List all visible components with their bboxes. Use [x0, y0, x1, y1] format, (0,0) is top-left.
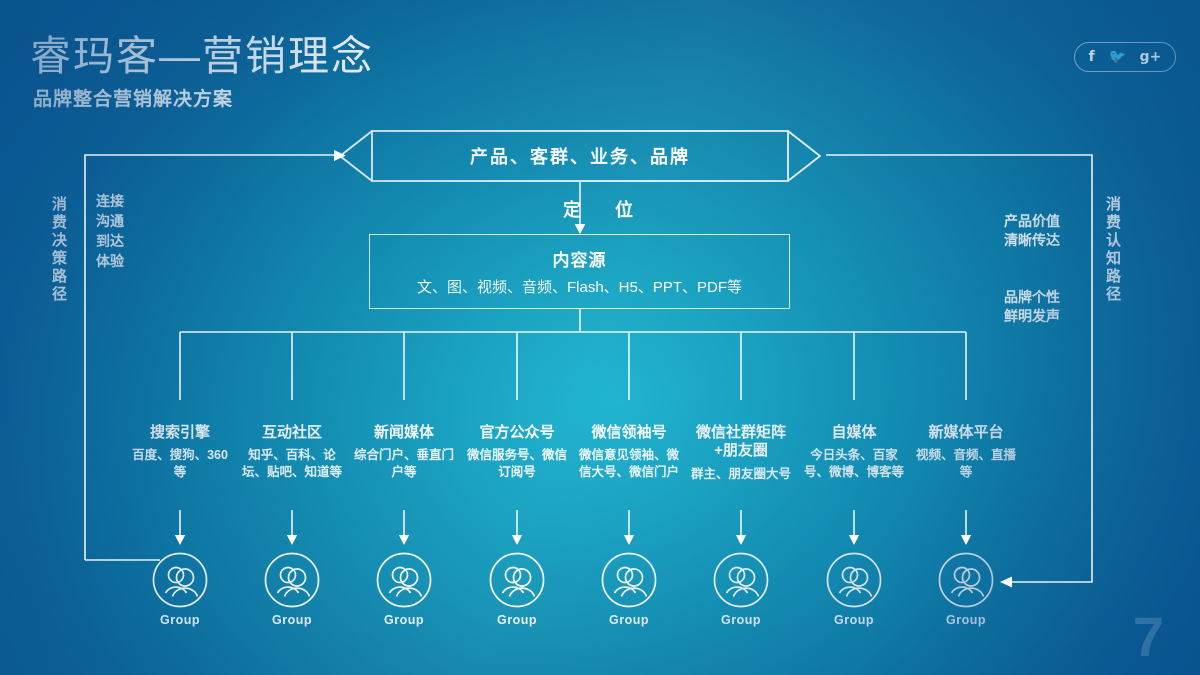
- content-source-box: 内容源 文、图、视频、音频、Flash、H5、PPT、PDF等: [369, 234, 790, 309]
- content-source-title: 内容源: [552, 251, 607, 270]
- positioning-label: 定 位: [0, 196, 1200, 222]
- right-note-1-line-1: 产品价值: [1004, 213, 1060, 229]
- facebook-icon[interactable]: f: [1088, 49, 1095, 65]
- channel-title: 互动社区: [261, 424, 322, 441]
- group-node-2[interactable]: Group: [240, 552, 344, 627]
- channel-detail: 综合门户、垂直门户等: [353, 448, 454, 479]
- right-note-product-value: 产品价值 清晰传达: [1004, 212, 1060, 250]
- group-node-5[interactable]: Group: [577, 552, 681, 627]
- channel-detail: 百度、搜狗、360等: [132, 448, 228, 479]
- left-path-line: [84, 154, 334, 560]
- page-subtitle: 品牌整合营销解决方案: [33, 89, 234, 110]
- group-icon: [601, 552, 657, 608]
- right-note-2-line-2: 鲜明发声: [1004, 307, 1060, 324]
- group-node-4[interactable]: Group: [465, 552, 569, 627]
- google-plus-icon[interactable]: g+: [1139, 49, 1162, 65]
- channel-column-news-media[interactable]: 新闻媒体 综合门户、垂直门户等: [352, 424, 456, 480]
- channel-column-search-engine[interactable]: 搜索引擎 百度、搜狗、360等: [128, 424, 232, 480]
- twitter-icon[interactable]: 🐦: [1108, 49, 1126, 65]
- channel-detail: 群主、朋友圈大号: [690, 466, 791, 481]
- channel-column-official-account[interactable]: 官方公众号 微信服务号、微信订阅号: [465, 424, 569, 480]
- channel-title: 官方公众号: [479, 424, 555, 441]
- social-links[interactable]: f 🐦 g+: [1074, 42, 1176, 72]
- group-label: Group: [834, 613, 874, 627]
- right-note-1-line-2: 清晰传达: [1004, 231, 1060, 248]
- left-step-1: 连接: [96, 193, 124, 209]
- group-icon: [826, 552, 882, 608]
- channel-title: 新闻媒体: [373, 424, 434, 441]
- group-label: Group: [609, 613, 649, 627]
- channel-to-group-arrows: [174, 510, 972, 545]
- group-node-3[interactable]: Group: [352, 552, 456, 627]
- positioning-char-1: 定: [563, 200, 585, 220]
- channel-title: 微信社群矩阵+朋友圈: [695, 424, 786, 460]
- channel-detail: 微信服务号、微信订阅号: [466, 448, 567, 479]
- channel-title: 微信领袖号: [591, 424, 667, 441]
- group-node-1[interactable]: Group: [128, 552, 232, 627]
- channel-column-wechat-kol[interactable]: 微信领袖号 微信意见领袖、微信大号、微信门户: [577, 424, 681, 480]
- content-source-subtitle: 文、图、视频、音频、Flash、H5、PPT、PDF等: [416, 279, 743, 296]
- group-label: Group: [497, 613, 537, 627]
- left-steps-list: 连接 沟通 到达 体验: [96, 192, 124, 272]
- group-icon: [938, 552, 994, 608]
- group-label: Group: [272, 613, 312, 627]
- right-path-line: [826, 154, 1093, 583]
- channel-detail: 微信意见领袖、微信大号、微信门户: [578, 448, 679, 479]
- group-icon: [489, 552, 545, 608]
- right-note-brand-voice: 品牌个性 鲜明发声: [1004, 288, 1060, 326]
- channel-column-wechat-group-matrix[interactable]: 微信社群矩阵+朋友圈 群主、朋友圈大号: [689, 424, 793, 482]
- positioning-char-2: 位: [615, 200, 637, 220]
- positioning-banner: 产品、客群、业务、品牌: [339, 130, 821, 182]
- channel-title: 自媒体: [831, 424, 877, 441]
- banner-to-content-arrowhead: [574, 224, 586, 234]
- group-icon: [152, 552, 208, 608]
- channel-column-self-media[interactable]: 自媒体 今日头条、百家号、微博、博客等: [802, 424, 906, 480]
- group-label: Group: [384, 613, 424, 627]
- channel-title: 新媒体平台: [928, 424, 1004, 441]
- group-icon: [376, 552, 432, 608]
- channel-detail: 知乎、百科、论坛、贴吧、知道等: [241, 448, 342, 479]
- group-icon: [713, 552, 769, 608]
- left-step-3: 到达: [96, 232, 124, 249]
- right-path-label: 消费认知路径: [1104, 196, 1121, 304]
- page-number: 7: [1132, 605, 1164, 668]
- group-label: Group: [721, 613, 761, 627]
- group-icon: [264, 552, 320, 608]
- right-note-2-line-1: 品牌个性: [1004, 289, 1060, 305]
- left-path-arrowhead: [334, 150, 346, 161]
- group-label: Group: [160, 613, 200, 627]
- channel-detail: 今日头条、百家号、微博、博客等: [803, 448, 904, 479]
- channel-title: 搜索引擎: [149, 424, 210, 441]
- left-path-label: 消费决策路径: [50, 196, 67, 304]
- group-node-7[interactable]: Group: [802, 552, 906, 627]
- page-title: 睿玛客—营销理念: [30, 33, 374, 79]
- group-label: Group: [946, 613, 986, 627]
- group-node-8[interactable]: Group: [914, 552, 1018, 627]
- group-node-6[interactable]: Group: [689, 552, 793, 627]
- banner-label: 产品、客群、业务、品牌: [470, 147, 690, 167]
- channel-column-new-media-platform[interactable]: 新媒体平台 视频、音频、直播等: [914, 424, 1018, 480]
- left-step-2: 沟通: [96, 212, 124, 229]
- channel-column-interactive-community[interactable]: 互动社区 知乎、百科、论坛、贴吧、知道等: [240, 424, 344, 480]
- right-path-arrowhead: [1000, 576, 1012, 588]
- channel-detail: 视频、音频、直播等: [915, 448, 1016, 479]
- left-step-4: 体验: [96, 252, 124, 269]
